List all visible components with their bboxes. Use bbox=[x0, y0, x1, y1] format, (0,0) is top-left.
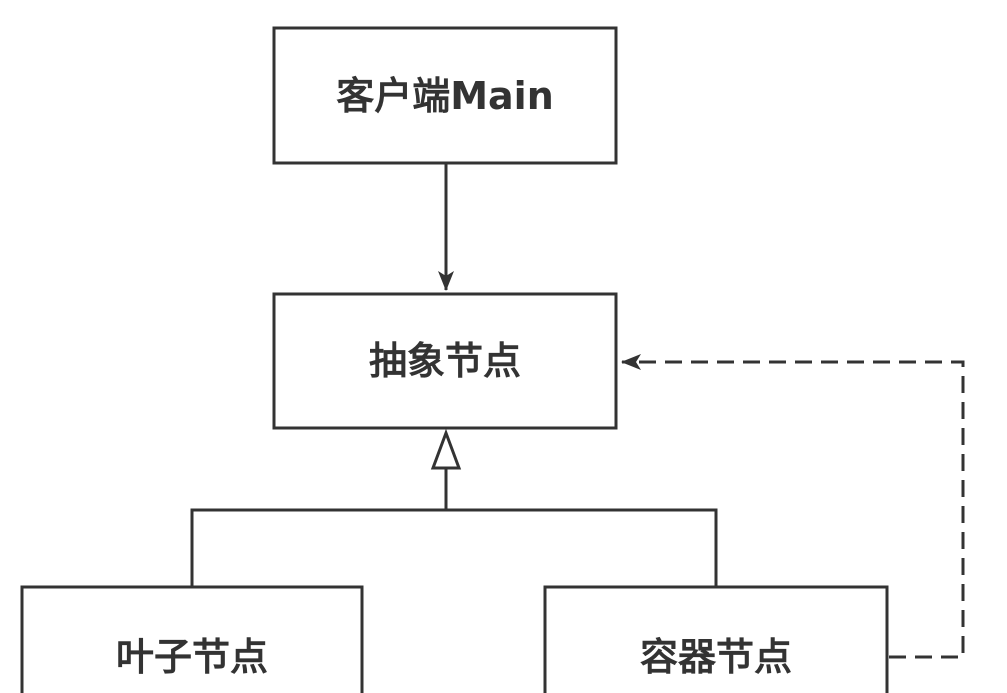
node-abstract-label: 抽象节点 bbox=[369, 339, 521, 383]
edge-inheritance bbox=[190, 428, 718, 587]
hollow-triangle-arrow-icon bbox=[430, 428, 462, 470]
node-leaf-label: 叶子节点 bbox=[116, 635, 268, 679]
node-leaf-box bbox=[20, 585, 364, 693]
node-client-box bbox=[272, 26, 618, 165]
node-abstract[interactable]: 抽象节点 bbox=[272, 292, 618, 430]
node-container-label: 容器节点 bbox=[640, 635, 792, 679]
edge-container-to-abstract-dashed bbox=[621, 354, 965, 659]
node-client[interactable]: 客户端Main bbox=[272, 26, 618, 165]
inheritance-branch-line bbox=[190, 508, 718, 587]
dashed-dependency-line bbox=[621, 354, 965, 659]
node-abstract-box bbox=[272, 292, 618, 430]
node-leaf[interactable]: 叶子节点 bbox=[20, 585, 364, 693]
node-container[interactable]: 容器节点 bbox=[543, 585, 889, 693]
node-client-label: 客户端Main bbox=[336, 74, 554, 118]
node-container-box bbox=[543, 585, 889, 693]
